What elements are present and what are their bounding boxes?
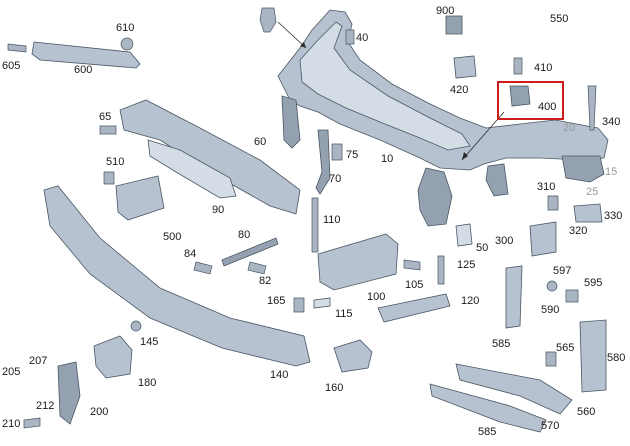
label-585-bottom: 585 [478,426,497,438]
part-600 [7,37,141,69]
label-900: 900 [436,5,455,17]
part-410 [513,57,523,75]
label-597: 597 [553,265,572,277]
part-500-510 [103,171,165,221]
part-560 [455,363,573,415]
part-160 [333,339,373,373]
label-165: 165 [267,295,286,307]
label-160: 160 [325,382,344,394]
label-330: 330 [604,210,623,222]
highlight-box [497,81,564,120]
label-65: 65 [99,111,112,123]
part-565 [545,351,557,367]
part-125 [437,255,445,285]
part-110 [311,197,319,253]
part-75 [331,143,343,161]
label-75: 75 [346,149,359,161]
part-900-420 [445,15,477,79]
label-310: 310 [537,181,556,193]
label-70: 70 [329,173,342,185]
part-40 [345,29,355,45]
label-180: 180 [138,377,157,389]
part-300 [529,221,557,257]
part-597 [546,280,558,292]
label-20: 20 [563,122,576,134]
part-65 [99,125,117,135]
label-340: 340 [602,116,621,128]
label-400: 400 [538,101,557,113]
label-570: 570 [541,420,560,432]
part-70 [315,129,331,195]
label-120: 120 [461,295,480,307]
part-120 [377,293,451,323]
part-100 [317,233,399,291]
label-115: 115 [335,308,353,320]
label-550: 550 [550,13,569,25]
label-565: 565 [556,342,575,354]
label-320: 320 [569,225,588,237]
part-140-bumper-beam [43,185,311,367]
label-560: 560 [577,406,596,418]
label-210: 210 [2,418,21,430]
label-50: 50 [476,242,489,254]
label-105: 105 [405,279,424,291]
part-310 [547,195,559,211]
label-100: 100 [367,291,386,303]
part-400 [461,85,531,161]
part-front-carrier [277,9,609,227]
part-210 [23,417,41,429]
label-510: 510 [106,156,125,168]
label-15: 15 [605,166,618,178]
label-110: 110 [323,214,341,226]
label-25: 25 [586,186,599,198]
label-90: 90 [212,204,225,216]
label-60: 60 [254,136,267,148]
label-80: 80 [238,229,251,241]
label-40: 40 [356,32,369,44]
label-125: 125 [457,259,476,271]
label-200: 200 [90,406,109,418]
part-590 [505,265,523,329]
label-605: 605 [2,60,21,72]
label-590: 590 [541,304,560,316]
label-84: 84 [184,248,197,260]
part-60-90 [119,99,301,215]
part-82 [247,261,267,275]
part-340 [587,85,597,131]
label-140: 140 [270,369,289,381]
part-330 [573,203,603,223]
label-145: 145 [140,336,159,348]
label-610: 610 [116,22,135,34]
label-500: 500 [163,231,182,243]
label-595: 595 [584,277,603,289]
part-80 [221,237,279,267]
part-145 [130,320,142,332]
label-300: 300 [495,235,514,247]
label-410: 410 [534,62,553,74]
part-200 [57,361,81,425]
label-207: 207 [29,355,48,367]
part-50 [455,223,473,247]
label-212: 212 [36,400,55,412]
part-595 [565,289,579,303]
part-105 [403,259,421,271]
part-115 [313,297,331,309]
part-550 [259,7,307,49]
label-420: 420 [450,84,469,96]
label-580: 580 [607,352,626,364]
label-10: 10 [381,153,394,165]
part-580 [579,319,607,393]
label-82: 82 [259,275,272,287]
label-585-top: 585 [492,338,511,350]
part-570 [429,383,547,433]
part-180 [93,335,133,379]
label-205: 205 [2,366,21,378]
part-84 [193,261,213,275]
label-600: 600 [74,64,93,76]
part-165 [293,297,305,313]
